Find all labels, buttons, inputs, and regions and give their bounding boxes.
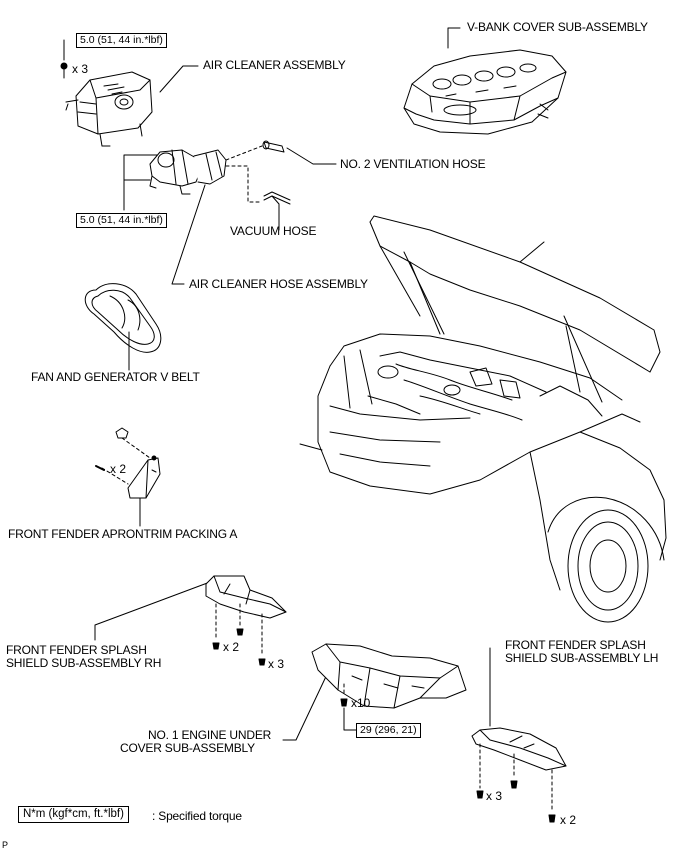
ventilation-hose-drawing bbox=[262, 140, 285, 153]
ventilation-hose-label: NO. 2 VENTILATION HOSE bbox=[340, 157, 486, 171]
splash-shield-rh-label-line1: FRONT FENDER SPLASH bbox=[6, 643, 147, 657]
count-lh-bolts: x 2 bbox=[560, 813, 577, 827]
air-cleaner-drawing bbox=[60, 62, 153, 147]
air-cleaner-hose-label: AIR CLEANER HOSE ASSEMBLY bbox=[189, 277, 368, 291]
air-cleaner-label: AIR CLEANER ASSEMBLY bbox=[203, 58, 346, 72]
vbank-cover-drawing bbox=[403, 49, 567, 135]
v-belt-drawing bbox=[84, 283, 162, 353]
splash-shield-lh-drawing bbox=[471, 727, 567, 823]
engine-under-cover-drawing bbox=[311, 643, 467, 709]
vbank-cover-label: V-BANK COVER SUB-ASSEMBLY bbox=[467, 20, 648, 34]
splash-shield-rh-label-line2: SHIELD SUB-ASSEMBLY RH bbox=[6, 656, 162, 670]
count-rh-bolts: x 3 bbox=[268, 657, 285, 671]
torque-under-cover-bolt: 29 (296, 21) bbox=[356, 723, 421, 738]
torque-hose-clamp: 5.0 (51, 44 in.*lbf) bbox=[76, 213, 167, 228]
under-cover-label-line1: NO. 1 ENGINE UNDER bbox=[148, 728, 272, 742]
vacuum-hose-drawing bbox=[263, 191, 291, 205]
count-under-cover-bolts: x10 bbox=[351, 696, 371, 710]
vehicle-drawing bbox=[299, 215, 667, 623]
under-cover-label-line2: COVER SUB-ASSEMBLY bbox=[120, 741, 255, 755]
apron-trim-packing-drawing bbox=[95, 427, 161, 499]
count-air-cleaner-bolts: x 3 bbox=[72, 62, 89, 76]
leader-lines bbox=[63, 27, 491, 741]
legend-description: : Specified torque bbox=[152, 809, 242, 823]
count-lh-screws: x 3 bbox=[486, 789, 503, 803]
splash-shield-lh-label-line2: SHIELD SUB-ASSEMBLY LH bbox=[505, 651, 659, 665]
v-belt-label: FAN AND GENERATOR V BELT bbox=[31, 370, 200, 384]
corner-code: P bbox=[2, 840, 8, 850]
count-rh-screws: x 2 bbox=[223, 640, 240, 654]
splash-shield-lh-label-line1: FRONT FENDER SPLASH bbox=[505, 638, 646, 652]
torque-air-cleaner-bolt: 5.0 (51, 44 in.*lbf) bbox=[76, 33, 167, 48]
air-cleaner-hose-drawing bbox=[149, 145, 263, 203]
count-apron-clips: x 2 bbox=[110, 462, 127, 476]
legend-torque-unit: N*m (kgf*cm, ft.*lbf) bbox=[18, 806, 129, 823]
vacuum-hose-label: VACUUM HOSE bbox=[230, 224, 317, 238]
apron-trim-packing-label: FRONT FENDER APRONTRIM PACKING A bbox=[8, 527, 238, 541]
splash-shield-rh-drawing bbox=[205, 575, 287, 666]
